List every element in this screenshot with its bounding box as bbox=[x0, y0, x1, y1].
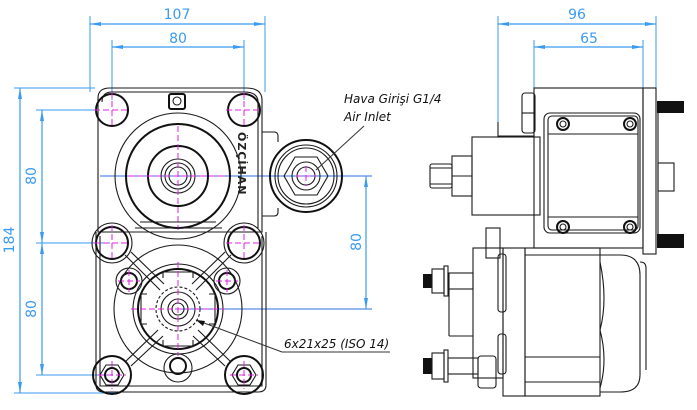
hex-nut bbox=[485, 227, 501, 259]
annotations: Hava Girişi G1/4 Air Inlet 6x21x25 (ISO … bbox=[195, 92, 442, 353]
spline-leader bbox=[195, 319, 283, 353]
dimension-overall-width: 107 bbox=[164, 7, 191, 23]
arrowhead bbox=[112, 45, 123, 49]
upper-bore-outer bbox=[114, 112, 242, 240]
air-cylinder-body bbox=[471, 136, 541, 216]
lower-housing bbox=[95, 232, 267, 393]
stud-upper bbox=[423, 265, 474, 297]
front-view: ÖZÇİHAN bbox=[91, 87, 343, 395]
lower-right-bolt bbox=[224, 355, 264, 395]
spline-spec-label: 6x21x25 (ISO 14) bbox=[284, 337, 389, 351]
arrowhead bbox=[645, 22, 656, 26]
arrowhead bbox=[18, 382, 22, 393]
air-cylinder-outer bbox=[269, 139, 343, 213]
strut bbox=[192, 329, 232, 367]
side-view-dimensions: 96 65 bbox=[497, 7, 657, 122]
arrowhead bbox=[498, 22, 509, 26]
screw bbox=[623, 220, 637, 234]
strut bbox=[124, 329, 164, 367]
drain-plug-outer bbox=[163, 353, 193, 383]
inlet-mount bbox=[262, 131, 279, 217]
air-inlet-fitting bbox=[291, 161, 321, 191]
arrowhead bbox=[254, 22, 265, 26]
drain-plug bbox=[169, 357, 187, 375]
upper-housing-inner bbox=[101, 91, 259, 228]
middle-left-bolt bbox=[91, 222, 133, 264]
dimension-upper-bolt-spacing: 80 bbox=[24, 167, 40, 185]
arrowhead bbox=[364, 298, 368, 309]
upper-right-bolt bbox=[226, 92, 262, 128]
lower-housing-inner bbox=[99, 236, 263, 387]
cover-seam bbox=[599, 261, 605, 389]
air-inlet-fitting-side bbox=[429, 163, 453, 189]
flange-plate bbox=[642, 87, 657, 255]
stud-thread-bottom bbox=[657, 234, 684, 248]
air-inlet-hex-nut bbox=[283, 156, 329, 196]
upper-housing bbox=[97, 87, 263, 233]
screw bbox=[623, 117, 637, 131]
arrowhead bbox=[40, 232, 44, 243]
logo-plate bbox=[168, 93, 186, 110]
cover-edge bbox=[639, 261, 647, 370]
arrowhead bbox=[18, 88, 22, 99]
arrowhead bbox=[364, 176, 368, 187]
screw bbox=[556, 117, 570, 131]
dimension-bolt-spacing-width: 80 bbox=[169, 31, 187, 47]
dimension-overall-height: 184 bbox=[2, 227, 18, 254]
dimension-overall-depth: 96 bbox=[568, 7, 586, 23]
mount-rib bbox=[497, 333, 507, 375]
arrowhead bbox=[534, 45, 545, 49]
bridge bbox=[135, 221, 222, 229]
side-view bbox=[423, 87, 684, 397]
arrowhead bbox=[90, 22, 101, 26]
air-cylinder-ring bbox=[274, 144, 338, 208]
front-view-dimensions: 107 80 184 80 80 80 bbox=[2, 7, 372, 394]
air-inlet-leader bbox=[315, 125, 365, 171]
arrowhead bbox=[40, 110, 44, 121]
lower-body bbox=[524, 247, 601, 397]
dimension-inlet-to-shaft: 80 bbox=[349, 233, 365, 251]
arrowhead bbox=[233, 45, 244, 49]
air-inlet-label-tr: Hava Girişi G1/4 bbox=[344, 92, 442, 106]
screw bbox=[556, 220, 570, 234]
shaft-end bbox=[657, 162, 675, 192]
air-cylinder-ring bbox=[277, 147, 335, 205]
upper-left-bolt bbox=[94, 92, 130, 128]
flange-recess-inner bbox=[547, 115, 639, 231]
dimension-lower-bolt-spacing: 80 bbox=[24, 300, 40, 318]
arrowhead bbox=[40, 243, 44, 254]
mount-rib bbox=[497, 253, 507, 313]
lower-cover bbox=[600, 254, 641, 393]
logo-mark-icon bbox=[172, 96, 182, 106]
brand-logo: ÖZÇİHAN bbox=[235, 132, 249, 195]
flange-recess bbox=[543, 112, 641, 234]
dimension-flange-depth: 65 bbox=[580, 31, 598, 47]
bracket bbox=[497, 122, 534, 137]
stud-thread-top bbox=[657, 101, 684, 113]
arrowhead bbox=[196, 320, 205, 326]
strut bbox=[191, 251, 232, 291]
arrowhead bbox=[632, 45, 643, 49]
flange-block bbox=[533, 87, 644, 249]
lower-left-bolt bbox=[92, 355, 132, 395]
side-bracket bbox=[472, 247, 504, 379]
arrowhead bbox=[40, 364, 44, 375]
strut bbox=[124, 251, 165, 291]
stud-lower bbox=[423, 349, 497, 389]
middle-right-bolt bbox=[223, 222, 265, 264]
air-inlet-label-en: Air Inlet bbox=[343, 110, 392, 124]
